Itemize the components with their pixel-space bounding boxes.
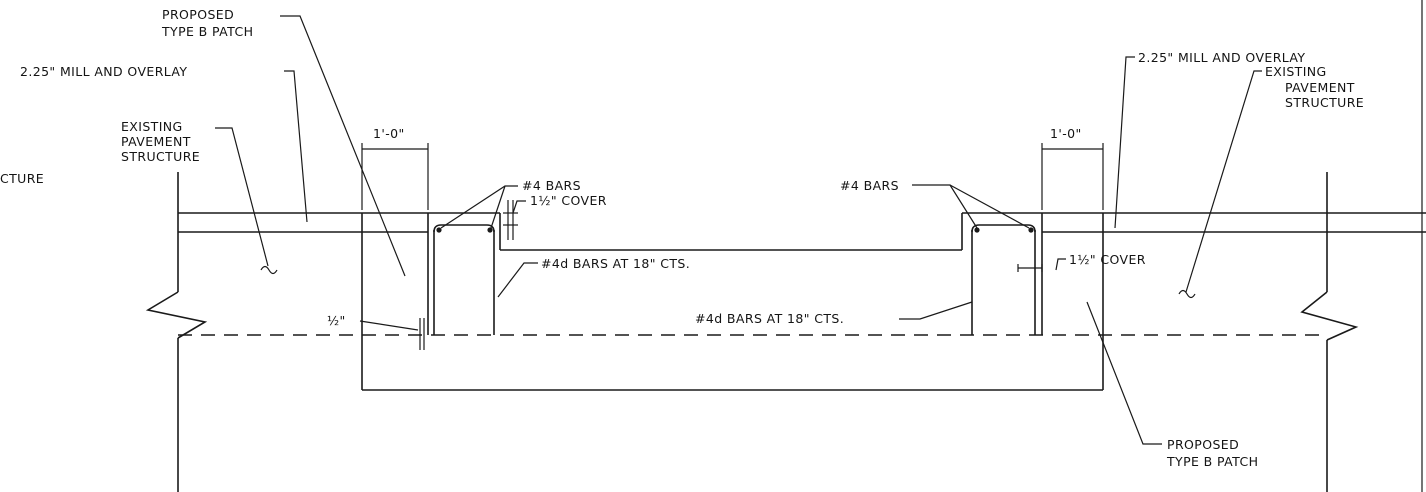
existing-right-label-2: PAVEMENT xyxy=(1285,80,1355,95)
existing-right-label-1: EXISTING xyxy=(1265,64,1327,79)
proposed-patch-right-label-2: TYPE B PATCH xyxy=(1166,454,1258,469)
right-rebar-cage xyxy=(971,224,1036,335)
left-1ft-dimension xyxy=(361,143,429,210)
right-cover-dimension-ticks xyxy=(1017,264,1043,272)
proposed-patch-left-label-1: PROPOSED xyxy=(162,7,234,22)
existing-left-label-1: EXISTING xyxy=(121,119,183,134)
mill-overlay-right-label: 2.25" MILL AND OVERLAY xyxy=(1138,50,1305,65)
left-4d-bars-label: #4d BARS AT 18" CTS. xyxy=(541,256,690,271)
right-1ft-dimension xyxy=(1041,143,1104,210)
proposed-patch-right-label-1: PROPOSED xyxy=(1167,437,1239,452)
half-inch-label: ½" xyxy=(327,313,346,328)
left-dimension-label: 1'-0" xyxy=(373,126,405,141)
right-existing-pavement xyxy=(1103,172,1426,492)
half-inch-dimension-ticks xyxy=(419,318,425,350)
right-4d-bars-label: #4d BARS AT 18" CTS. xyxy=(695,311,844,326)
mill-overlay-left-label: 2.25" MILL AND OVERLAY xyxy=(20,64,187,79)
structure-cut-left-label: CTURE xyxy=(0,171,44,186)
leader-lines xyxy=(215,15,1262,445)
left-rebar-cage xyxy=(433,224,495,335)
existing-right-label-3: STRUCTURE xyxy=(1285,95,1364,110)
right-dimension-label: 1'-0" xyxy=(1050,126,1082,141)
type-b-patch-outline xyxy=(361,212,1104,391)
existing-left-label-2: PAVEMENT xyxy=(121,134,191,149)
left-cover-label: 1½" COVER xyxy=(530,193,607,208)
existing-left-label-3: STRUCTURE xyxy=(121,149,200,164)
left-4-bars-label: #4 BARS xyxy=(522,178,581,193)
right-4-bars-label: #4 BARS xyxy=(840,178,899,193)
left-cover-dimension-ticks xyxy=(503,200,518,240)
left-existing-pavement xyxy=(145,172,362,492)
right-cover-label: 1½" COVER xyxy=(1069,252,1146,267)
proposed-patch-left-label-2: TYPE B PATCH xyxy=(161,24,253,39)
